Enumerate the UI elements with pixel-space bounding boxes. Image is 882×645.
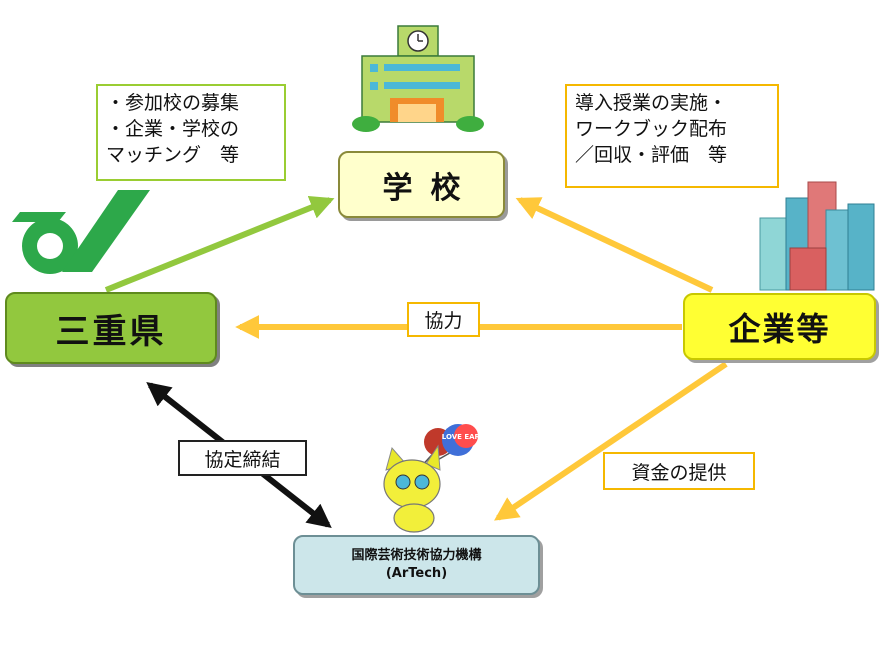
companies-role-note: 導入授業の実施・ ワークブック配布 ／回収・評価 等: [565, 84, 779, 188]
mascot-icon: LOVE EARTH: [383, 424, 491, 533]
mie-emblem-icon: [12, 190, 150, 274]
school-building-icon: [352, 25, 484, 132]
artech-name: 国際芸術技術協力機構: [351, 548, 482, 563]
mie-role-note: ・参加校の募集 ・企業・学校の マッチング 等: [96, 84, 286, 181]
agreement-label: 協定締結: [178, 440, 307, 476]
arrow-mie-to-school: [104, 196, 335, 293]
balloon-text: LOVE EARTH: [442, 433, 491, 441]
arrow-kigyo-to-artech: [494, 361, 728, 521]
artech-node: 国際芸術技術協力機構 (ArTech): [293, 535, 540, 595]
school-label: 学校: [382, 170, 479, 206]
school-node: 学校: [338, 151, 505, 218]
companies-label: 企業等: [728, 309, 831, 348]
mie-label: 三重県: [55, 311, 167, 352]
city-buildings-icon: [759, 181, 875, 291]
arrow-kigyo-to-school: [515, 197, 714, 293]
artech-abbr: (ArTech): [385, 566, 448, 581]
mie-prefecture-node: 三重県: [5, 292, 217, 364]
funding-label: 資金の提供: [603, 452, 755, 490]
cooperation-label: 協力: [407, 302, 480, 337]
companies-node: 企業等: [683, 293, 876, 360]
